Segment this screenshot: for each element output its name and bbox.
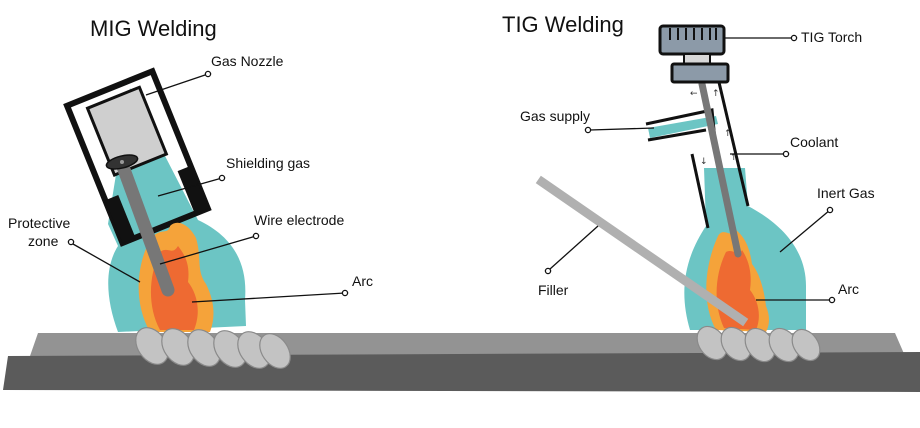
mig-nozzle-lower-collar [105,195,136,243]
tig-title: TIG Welding [502,12,624,37]
tig-label-gas-supply: Gas supply [520,108,590,124]
tig-torch-collet [670,62,730,84]
mig-weld-bead [135,327,291,369]
mig-callout-wire-electrode: Wire electrode [159,212,344,265]
tig-label-torch: TIG Torch [801,29,862,45]
mig-wire-electrode [115,157,175,297]
tig-gas-supply-tube [648,116,718,138]
mig-callout-gas-nozzle: Gas Nozzle [145,53,284,96]
mig-label-protective-zone-line2: zone [28,233,59,249]
tig-callout-torch: TIG Torch [724,29,862,45]
tig-torch: ← ↑ ↑ ↓ ↑ [645,24,806,332]
tig-label-arc: Arc [838,281,859,297]
tig-flow-arrow-1: ← [690,89,698,99]
mig-label-shielding-gas: Shielding gas [226,155,310,171]
tig-flow-arrow-3: ↑ [724,129,732,139]
mig-title: MIG Welding [90,16,217,41]
tig-label-filler: Filler [538,282,569,298]
mig-label-wire-electrode: Wire electrode [254,212,344,228]
tig-label-inert-gas: Inert Gas [817,185,875,201]
mig-torch [63,67,246,332]
tig-weld-bead [696,325,821,363]
tig-label-coolant: Coolant [790,134,838,150]
tig-torch-body-outline [690,77,750,229]
tig-filler-rod [535,175,749,327]
mig-nozzle-lower-collar-right [177,165,208,214]
tig-callout-filler: Filler [538,225,599,298]
mig-callout-arc: Arc [191,273,373,303]
mig-callout-protective-zone: Protective zone [8,215,141,283]
tig-callout-arc: Arc [756,281,859,304]
tig-flow-arrow-2: ↑ [712,89,720,99]
tig-callout-coolant: Coolant [730,134,838,158]
mig-contact-tube [85,85,169,177]
tig-callout-gas-supply: Gas supply [520,108,655,134]
mig-nozzle-outer-shell [63,67,212,247]
mig-label-protective-zone-line1: Protective [8,215,70,231]
tig-callout-inert-gas: Inert Gas [779,185,875,253]
tig-tungsten-electrode [698,80,742,258]
mig-callout-shielding-gas: Shielding gas [157,155,310,197]
mig-label-gas-nozzle: Gas Nozzle [211,53,284,69]
tig-flow-arrow-4: ↓ [700,157,708,167]
mig-label-arc: Arc [352,273,373,289]
tig-flow-arrow-5: ↑ [730,153,738,163]
